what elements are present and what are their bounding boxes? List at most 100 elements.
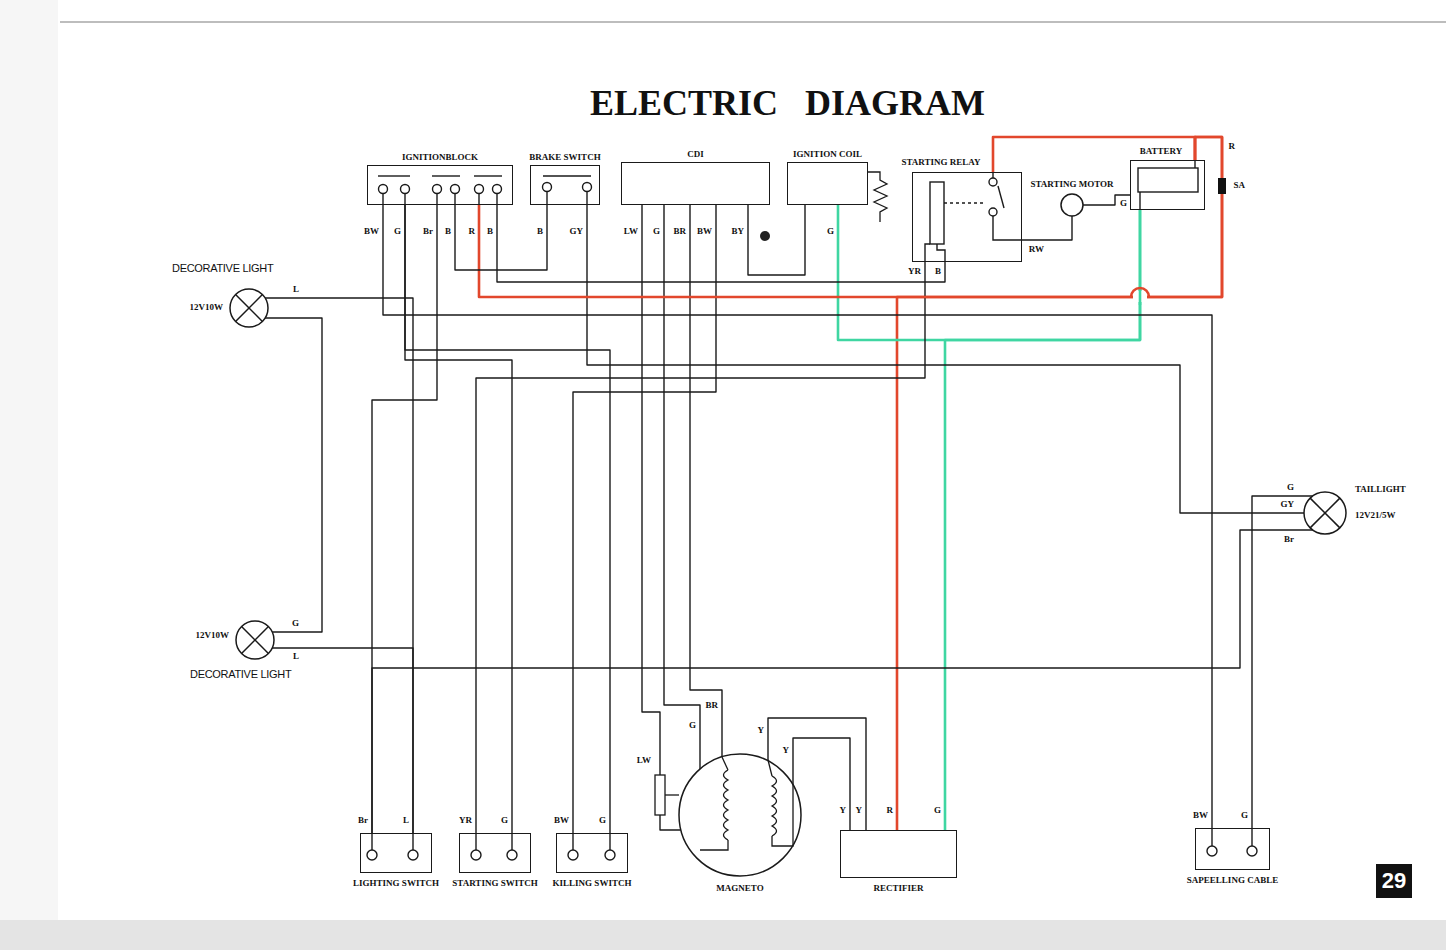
wire-connector [479, 137, 1222, 297]
brake-switch: BRAKE SWITCH [530, 165, 600, 205]
component-label: SAPEELLING CABLE [1187, 875, 1278, 886]
terminal-symbol [493, 185, 502, 194]
component-label: MAGNETO [716, 883, 763, 894]
wire-color-code: BR [704, 700, 719, 711]
terminal-symbol [451, 185, 460, 194]
wire-color-code: GY [569, 226, 585, 237]
wire-color-code: R [886, 805, 895, 816]
wire-color-code: SA [1232, 180, 1246, 191]
wire-color-code: L [402, 815, 410, 826]
terminal-symbol [432, 175, 460, 176]
wire-connector [372, 530, 1313, 833]
component-label: IGNITIONBLOCK [402, 152, 478, 163]
wire-color-code: B [486, 226, 494, 237]
component-label: BATTERY [1140, 146, 1183, 157]
page-edge [0, 920, 1446, 950]
lamp-cross [236, 295, 263, 322]
wire-color-code: Y [782, 745, 791, 756]
battery: BATTERY [1130, 160, 1205, 210]
relay-symbol [930, 182, 944, 244]
wire-color-code: BW [1192, 810, 1209, 821]
terminal-symbol [471, 850, 481, 860]
terminal-symbol [478, 194, 479, 206]
decorative-light: 12V10WDECORATIVE LIGHT [235, 620, 275, 660]
wire-color-code: Br [1283, 534, 1295, 545]
outline-shape [1060, 193, 1084, 217]
magneto-coils [700, 757, 793, 850]
terminal-symbol [605, 850, 615, 860]
wire-connector [838, 205, 1140, 340]
wire-hop [1131, 288, 1149, 305]
terminal-symbol [496, 194, 497, 206]
page-edge [60, 21, 1446, 23]
terminal-symbol [511, 833, 512, 850]
outline-shape [235, 620, 275, 660]
lamp-cross [242, 627, 269, 654]
wire-connector [1252, 496, 1313, 828]
decorative-light: DECORATIVE LIGHT12V10W [229, 288, 269, 328]
component-label: 12V10W [196, 630, 230, 641]
lamp-cross [236, 295, 263, 322]
killing-switch: KILLING SWITCH [556, 833, 628, 873]
wire-color-code: G [291, 618, 300, 629]
wire-connector [768, 718, 866, 830]
battery-symbol [1139, 192, 1140, 210]
starting-motor: STARTING MOTOR [1060, 193, 1084, 217]
wire-connector [272, 648, 413, 833]
wire-color-code: G [393, 226, 402, 237]
component-label: STARTING RELAY [902, 157, 981, 168]
component-label: LIGHTING SWITCH [353, 878, 439, 889]
terminal-symbol [436, 194, 437, 206]
component-label: TAILLIGHT [1355, 484, 1406, 495]
terminal-symbol [543, 183, 552, 192]
wire-color-code: L [292, 651, 300, 662]
wire-color-code: Br [357, 815, 369, 826]
wire-color-code: LW [623, 226, 639, 237]
component-label: DECORATIVE LIGHT [172, 262, 273, 275]
component-label: DECORATIVE LIGHT [190, 668, 291, 681]
battery-symbol [1138, 168, 1198, 192]
circle-outline [679, 754, 801, 876]
cdi-unit: CDI [621, 162, 770, 205]
wire-color-code: G [688, 720, 697, 731]
magneto-coils [724, 770, 729, 840]
wire-connector [383, 205, 1212, 828]
terminal-symbol [543, 175, 591, 176]
wire-color-code: Y [757, 725, 766, 736]
magneto-coils [772, 784, 793, 846]
terminal-symbol [1207, 846, 1217, 856]
wire-color-code: Y [855, 805, 864, 816]
lighting-switch: LIGHTING SWITCH [360, 833, 432, 873]
wire-connector [497, 205, 945, 282]
terminal-symbol [1251, 828, 1252, 846]
taillight: TAILLIGHT12V21/5W [1303, 491, 1347, 535]
wire-color-code: YR [907, 266, 922, 277]
wire-color-code: B [934, 266, 942, 277]
terminal-symbol [404, 194, 405, 206]
wire-connector [265, 318, 322, 632]
fuse-symbol [1218, 178, 1226, 194]
battery-symbol [1138, 160, 1198, 210]
wire-color-code: R [1228, 141, 1237, 152]
terminal-symbol [382, 194, 383, 206]
circle-outline [1304, 492, 1346, 534]
battery-symbol [1194, 160, 1195, 168]
wire-color-code: BR [672, 226, 687, 237]
wire-color-code: BY [730, 226, 745, 237]
rectifier: RECTIFIER [840, 830, 957, 878]
wire-color-code: BW [553, 815, 570, 826]
wire-color-code: G [1119, 198, 1128, 209]
component-label: CDI [687, 149, 704, 160]
diagram-title: ELECTRIC DIAGRAM [590, 82, 985, 124]
lamp-cross [1310, 498, 1340, 528]
component-label: STARTING SWITCH [452, 878, 537, 889]
wire-connector [476, 262, 925, 833]
terminal-symbol [583, 183, 592, 192]
coil-spring [868, 172, 887, 222]
circle-outline [1061, 194, 1083, 216]
terminal-symbol [475, 833, 476, 850]
coil-spring [868, 172, 887, 222]
wire-color-code: BW [696, 226, 713, 237]
ignition-coil: IGNITION COIL [787, 162, 868, 205]
component-label: IGNITION COIL [793, 149, 862, 160]
